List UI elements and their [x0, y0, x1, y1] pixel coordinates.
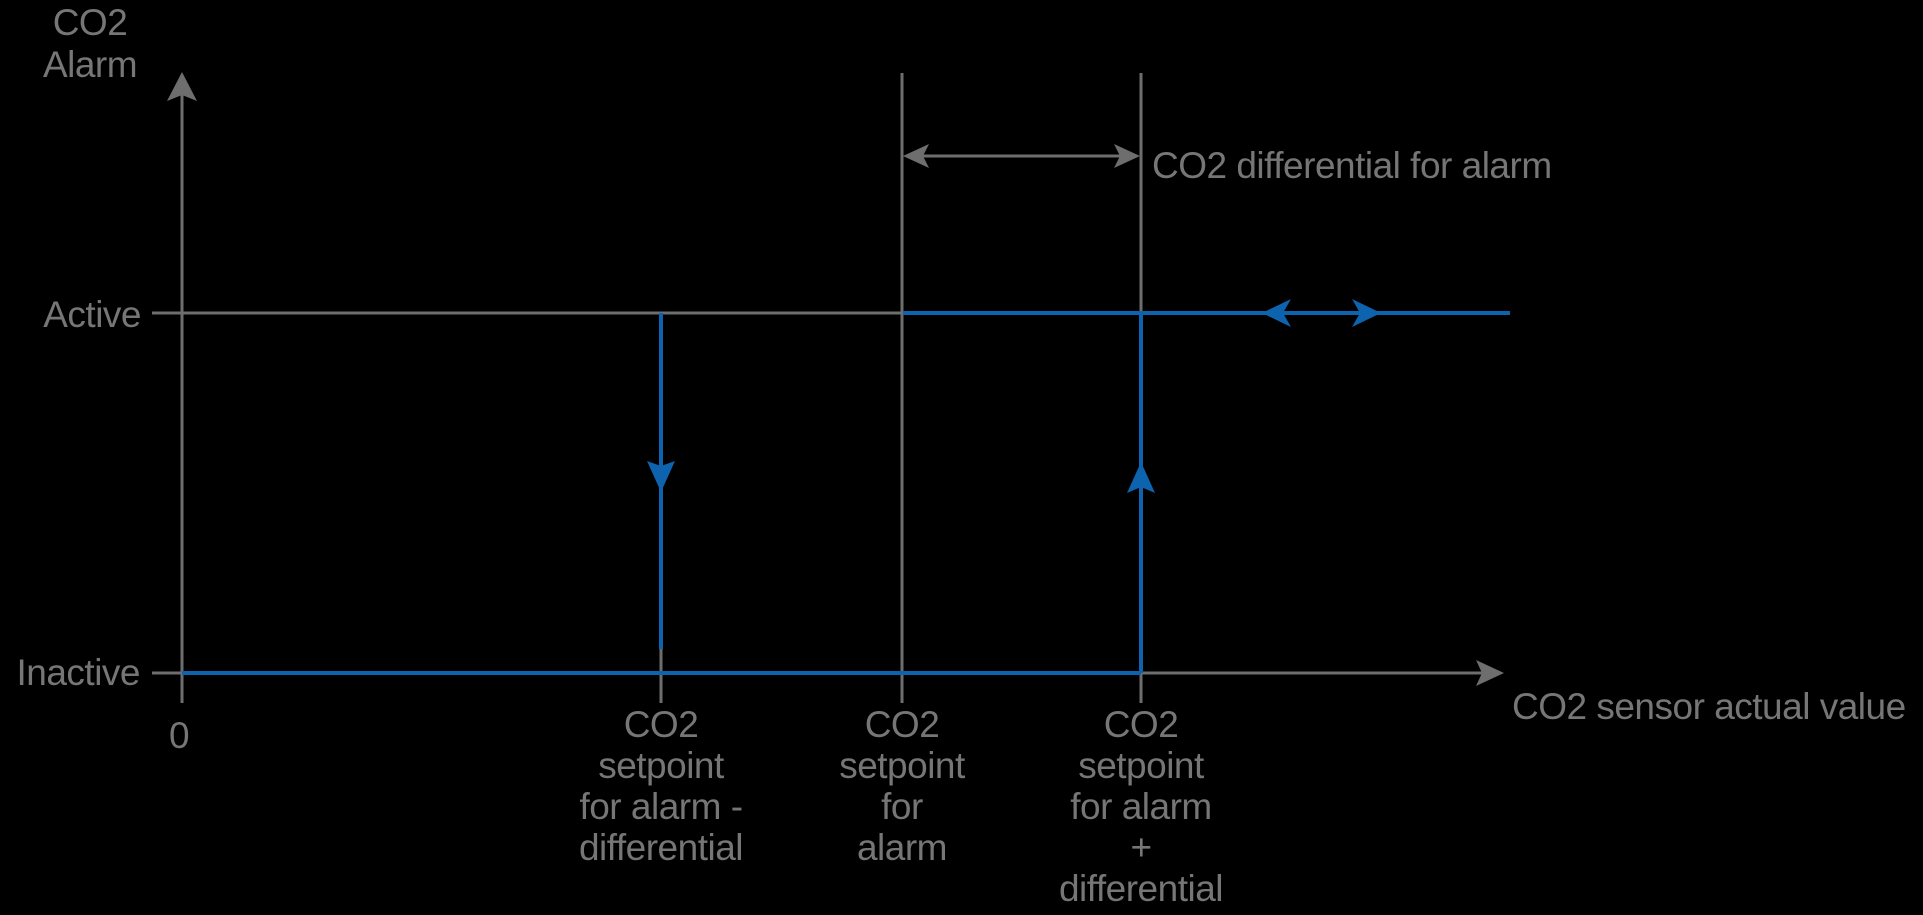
tick-label-line: for alarm -	[579, 786, 742, 827]
y-axis	[152, 72, 197, 703]
tick-label-line: setpoint	[1078, 745, 1205, 786]
tick-label-line: for	[881, 786, 923, 827]
active-branch-right-arrow-icon	[1352, 299, 1381, 327]
x-axis-arrow-icon	[1476, 660, 1504, 686]
tick-label-line: differential	[1059, 868, 1223, 909]
setpoint-minus-diff-label: CO2 setpoint for alarm - differential	[579, 704, 744, 868]
differential-annotation: CO2 differential for alarm	[1152, 145, 1552, 186]
down-arrow-icon	[647, 461, 675, 492]
setpoint-label: CO2 setpoint for alarm	[839, 704, 966, 868]
tick-label-line: setpoint	[598, 745, 725, 786]
y-axis-title-line1: CO2	[53, 2, 128, 43]
active-branch-left-arrow-icon	[1262, 299, 1291, 327]
tick-label-line: CO2	[865, 704, 940, 745]
up-arrow-icon	[1127, 462, 1155, 493]
labels: CO2 Alarm Active Inactive 0 CO2 differen…	[16, 2, 1906, 909]
tick-label-line: differential	[579, 827, 743, 868]
tick-label-line: +	[1130, 827, 1151, 868]
tick-label-line: CO2	[624, 704, 699, 745]
tick-label-line: setpoint	[839, 745, 966, 786]
inactive-label: Inactive	[16, 652, 140, 693]
tick-label-line: alarm	[857, 827, 947, 868]
origin-label: 0	[169, 715, 189, 756]
x-axis-title: CO2 sensor actual value	[1512, 686, 1906, 727]
y-axis-arrow-icon	[167, 72, 197, 101]
differential-arrow	[903, 144, 1140, 168]
hysteresis-path	[182, 299, 1510, 675]
tick-label-line: for alarm	[1070, 786, 1211, 827]
tick-label-line: CO2	[1104, 704, 1179, 745]
reference-lines	[152, 73, 1143, 703]
y-axis-title-line2: Alarm	[43, 44, 137, 85]
active-label: Active	[43, 294, 141, 335]
arrow-right-icon	[1114, 144, 1140, 168]
arrow-left-icon	[903, 144, 929, 168]
setpoint-plus-diff-label: CO2 setpoint for alarm + differential	[1059, 704, 1224, 909]
